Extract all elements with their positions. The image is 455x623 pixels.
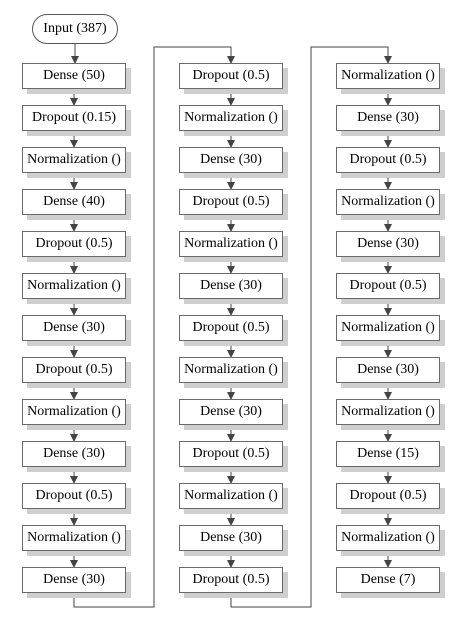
layer-node: Normalization (): [336, 525, 440, 551]
layer-node: Dense (30): [22, 441, 126, 467]
layer-node: Normalization (): [22, 147, 126, 173]
layer-node: Normalization (): [179, 105, 283, 131]
layer-node: Dense (40): [22, 189, 126, 215]
layer-column-1: Dense (50) Dropout (0.15) Normalization ()…: [22, 0, 132, 623]
layer-node: Normalization (): [336, 189, 440, 215]
layer-column-3: Normalization () Dense (30) Dropout (0.5) N…: [336, 0, 446, 623]
layer-node: Normalization (): [22, 399, 126, 425]
layer-column-2: Dropout (0.5) Normalization () Dense (30) D…: [179, 0, 289, 623]
layer-node: Dense (30): [336, 231, 440, 257]
layer-node: Dropout (0.5): [336, 147, 440, 173]
layer-node: Dropout (0.5): [22, 483, 126, 509]
layer-node: Dropout (0.5): [336, 483, 440, 509]
layer-node: Normalization (): [336, 399, 440, 425]
layer-node: Dropout (0.5): [179, 315, 283, 341]
layer-node: Dropout (0.5): [179, 567, 283, 593]
layer-node: Dense (30): [22, 315, 126, 341]
layer-node: Dropout (0.5): [22, 231, 126, 257]
layer-node: Dropout (0.5): [179, 189, 283, 215]
column-wrap-arrow: [73, 46, 235, 608]
layer-node: Dense (7): [336, 567, 440, 593]
layer-node: Dense (30): [179, 399, 283, 425]
layer-node: Dense (30): [336, 357, 440, 383]
layer-node: Dropout (0.15): [22, 105, 126, 131]
layer-node: Normalization (): [22, 525, 126, 551]
column-wrap-arrow: [230, 46, 392, 608]
layer-node: Dense (30): [179, 525, 283, 551]
layer-node: Dense (30): [179, 273, 283, 299]
layer-node: Dropout (0.5): [22, 357, 126, 383]
layer-node: Dense (30): [336, 105, 440, 131]
layer-node: Normalization (): [22, 273, 126, 299]
layer-node: Dropout (0.5): [336, 273, 440, 299]
layer-node: Dropout (0.5): [179, 441, 283, 467]
layer-node: Dense (30): [22, 567, 126, 593]
layer-node: Dense (50): [22, 63, 126, 89]
layer-node: Normalization (): [179, 357, 283, 383]
layer-node: Dropout (0.5): [179, 63, 283, 89]
input-node: Input (387): [32, 14, 118, 44]
layer-node: Dense (15): [336, 441, 440, 467]
layer-node: Normalization (): [179, 483, 283, 509]
layer-node: Normalization (): [336, 315, 440, 341]
layer-node: Normalization (): [179, 231, 283, 257]
layer-node: Dense (30): [179, 147, 283, 173]
layer-node: Normalization (): [336, 63, 440, 89]
